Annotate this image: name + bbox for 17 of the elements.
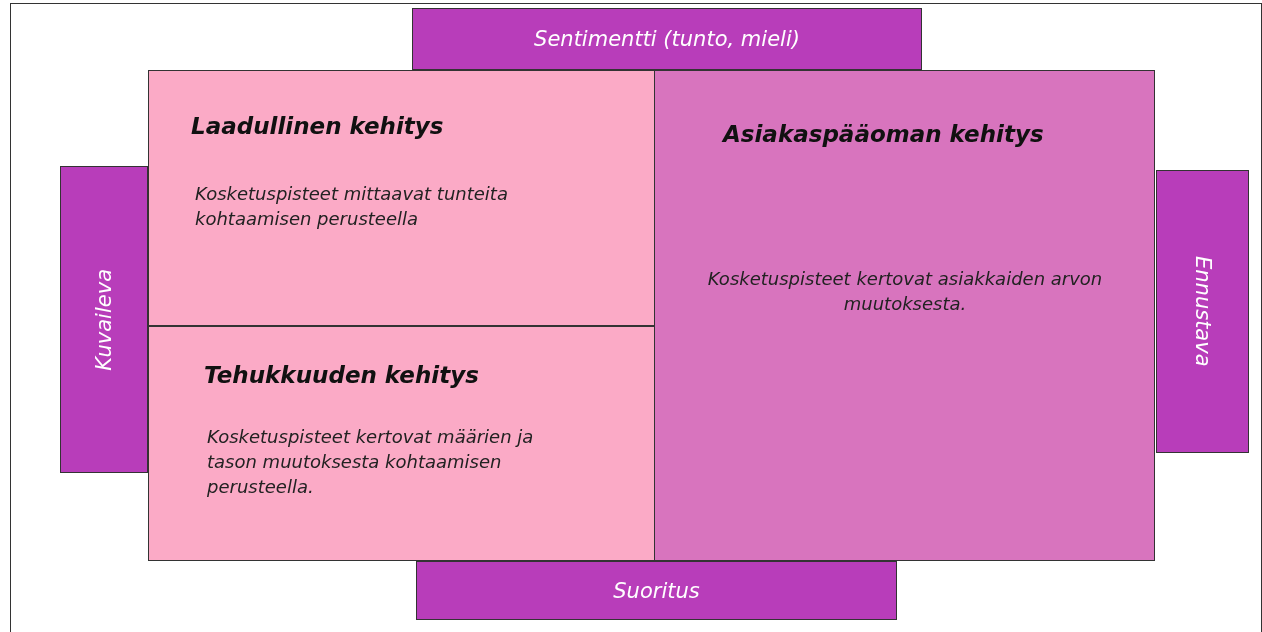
category-label: Kuvaileva (92, 268, 116, 371)
quadrant-heading: Tehukkuuden kehitys (204, 362, 479, 388)
category-bar (412, 8, 922, 70)
quadrant-box (654, 70, 1155, 561)
category-bar (416, 561, 897, 620)
quadrant-heading: Asiakaspääoman kehitys (723, 121, 1044, 147)
quadrant-box (148, 70, 655, 326)
description-text: Kosketuspisteet kertovat määrien ja tason muutoksesta kohtaamisen perusteella. (207, 425, 535, 500)
category-label: Sentimentti (tunto, mieli) (534, 27, 800, 51)
quadrant-box (148, 326, 655, 561)
category-label: Suoritus (613, 578, 700, 603)
description-text: Kosketuspisteet mittaavat tunteita kohtaamisen perusteella (195, 182, 509, 232)
description-text: Kosketuspisteet kertovat asiakkaiden arvon muutoksesta. (706, 267, 1104, 317)
category-bar (1156, 170, 1249, 453)
category-bar (60, 166, 148, 473)
quadrant-heading: Laadullinen kehitys (191, 113, 444, 139)
category-label: Ennustava (1190, 256, 1215, 367)
